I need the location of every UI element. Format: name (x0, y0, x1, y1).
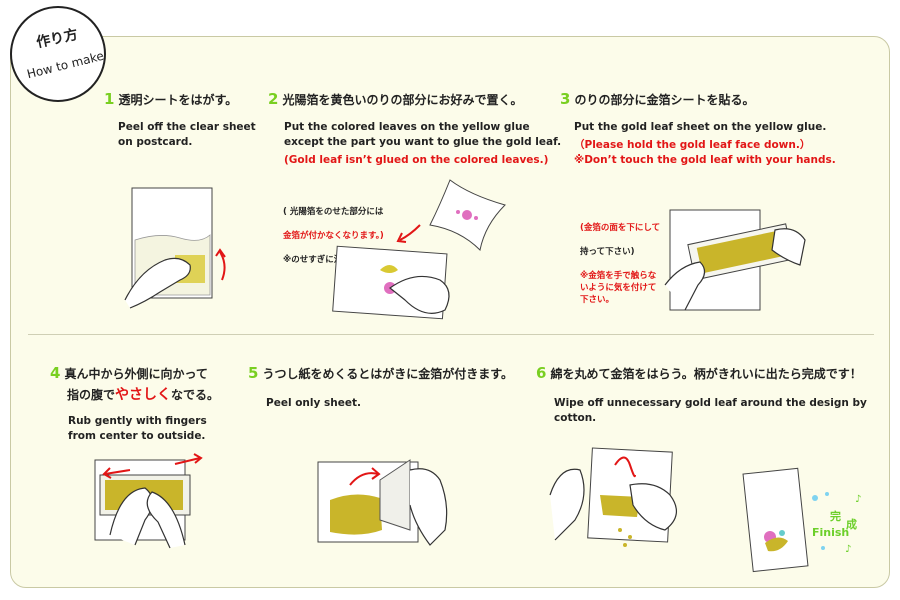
step-3-note: (金箔の面を下にして 持って下さい) ※金箔を手で触らな いように気を付けて 下… (580, 210, 660, 318)
badge-title-jp: 作り方 (35, 26, 80, 52)
step-2-note: ( 光陽箔をのせた部分には 金箔が付かなくなります。) ※のせすぎに注意！ (283, 194, 384, 278)
finish-mark-sei: 成 (846, 518, 857, 531)
rub-gently-illustration (94, 453, 203, 549)
step-description-en: Peel off the clear sheet on postcard. (118, 121, 256, 148)
step-title-jp: のりの部分に金箔シートを貼る。 (574, 93, 755, 107)
step-number: 2 (268, 90, 279, 108)
step-description-en: Put the gold leaf sheet on the yellow gl… (574, 121, 827, 133)
step-title-jp-part: なでる。 (171, 388, 220, 402)
step-title-jp: うつし紙をめくるとはがきに金箔が付きます。 (262, 367, 513, 381)
step-warning-en: (Gold leaf isn’t glued on the colored le… (284, 154, 549, 166)
badge-title-en: How to make (25, 48, 106, 82)
step-description-en: Rub gently with fingers from center to o… (68, 415, 207, 442)
peel-sheet-illustration (124, 187, 226, 309)
note-warning: 金箔が付かなくなります。) (283, 231, 384, 241)
sparkle-icon: ♪ ♪ (812, 492, 861, 555)
step-warning-en: （Please hold the gold leaf face down.） ※… (574, 139, 836, 166)
note-warning: (金箔の面を下にして (580, 223, 661, 233)
step-title-jp: 光陽箔を黄色いのりの部分にお好みで置く。 (282, 93, 523, 107)
row-divider (28, 334, 874, 335)
step-title-jp: 綿を丸めて金箔をはらう。柄がきれいに出たら完成です！ (550, 367, 862, 381)
step-description-en: Wipe off unnecessary gold leaf around th… (554, 397, 867, 424)
step-number: 4 (50, 364, 61, 382)
peel-sheet-result-illustration (317, 459, 448, 546)
step-title-jp-part: 指の腹で (67, 388, 116, 402)
finish-label-en: Finish (812, 526, 850, 539)
step-title-jp: 透明シートをはがす。 (118, 93, 238, 107)
svg-text:♪: ♪ (855, 494, 861, 505)
how-to-make-badge: 作り方 How to make (10, 6, 106, 102)
note-warning: ※金箔を手で触らな いように気を付けて 下さい。 (580, 271, 657, 305)
step-number: 1 (104, 90, 115, 108)
wipe-off-illustration (549, 447, 677, 547)
step-number: 6 (536, 364, 547, 382)
finished-postcard-illustration (742, 467, 809, 573)
step-description-en: Peel only sheet. (266, 397, 361, 409)
step-number: 3 (560, 90, 571, 108)
finish-mark-kan: 完 (830, 510, 841, 523)
note-line: ※のせすぎに注意！ (283, 255, 360, 265)
step-description-en: Put the colored leaves on the yellow glu… (284, 121, 562, 148)
note-line: ( 光陽箔をのせた部分には (283, 207, 384, 217)
apply-gold-sheet-illustration (664, 209, 806, 311)
gently-emphasis: やさしく (115, 387, 172, 403)
step-title-jp: 真ん中から外側に向かって (64, 367, 208, 381)
svg-text:♪: ♪ (845, 544, 851, 555)
place-colored-leaves-illustration (332, 179, 506, 320)
note-line: 持って下さい) (580, 247, 635, 257)
step-number: 5 (248, 364, 259, 382)
